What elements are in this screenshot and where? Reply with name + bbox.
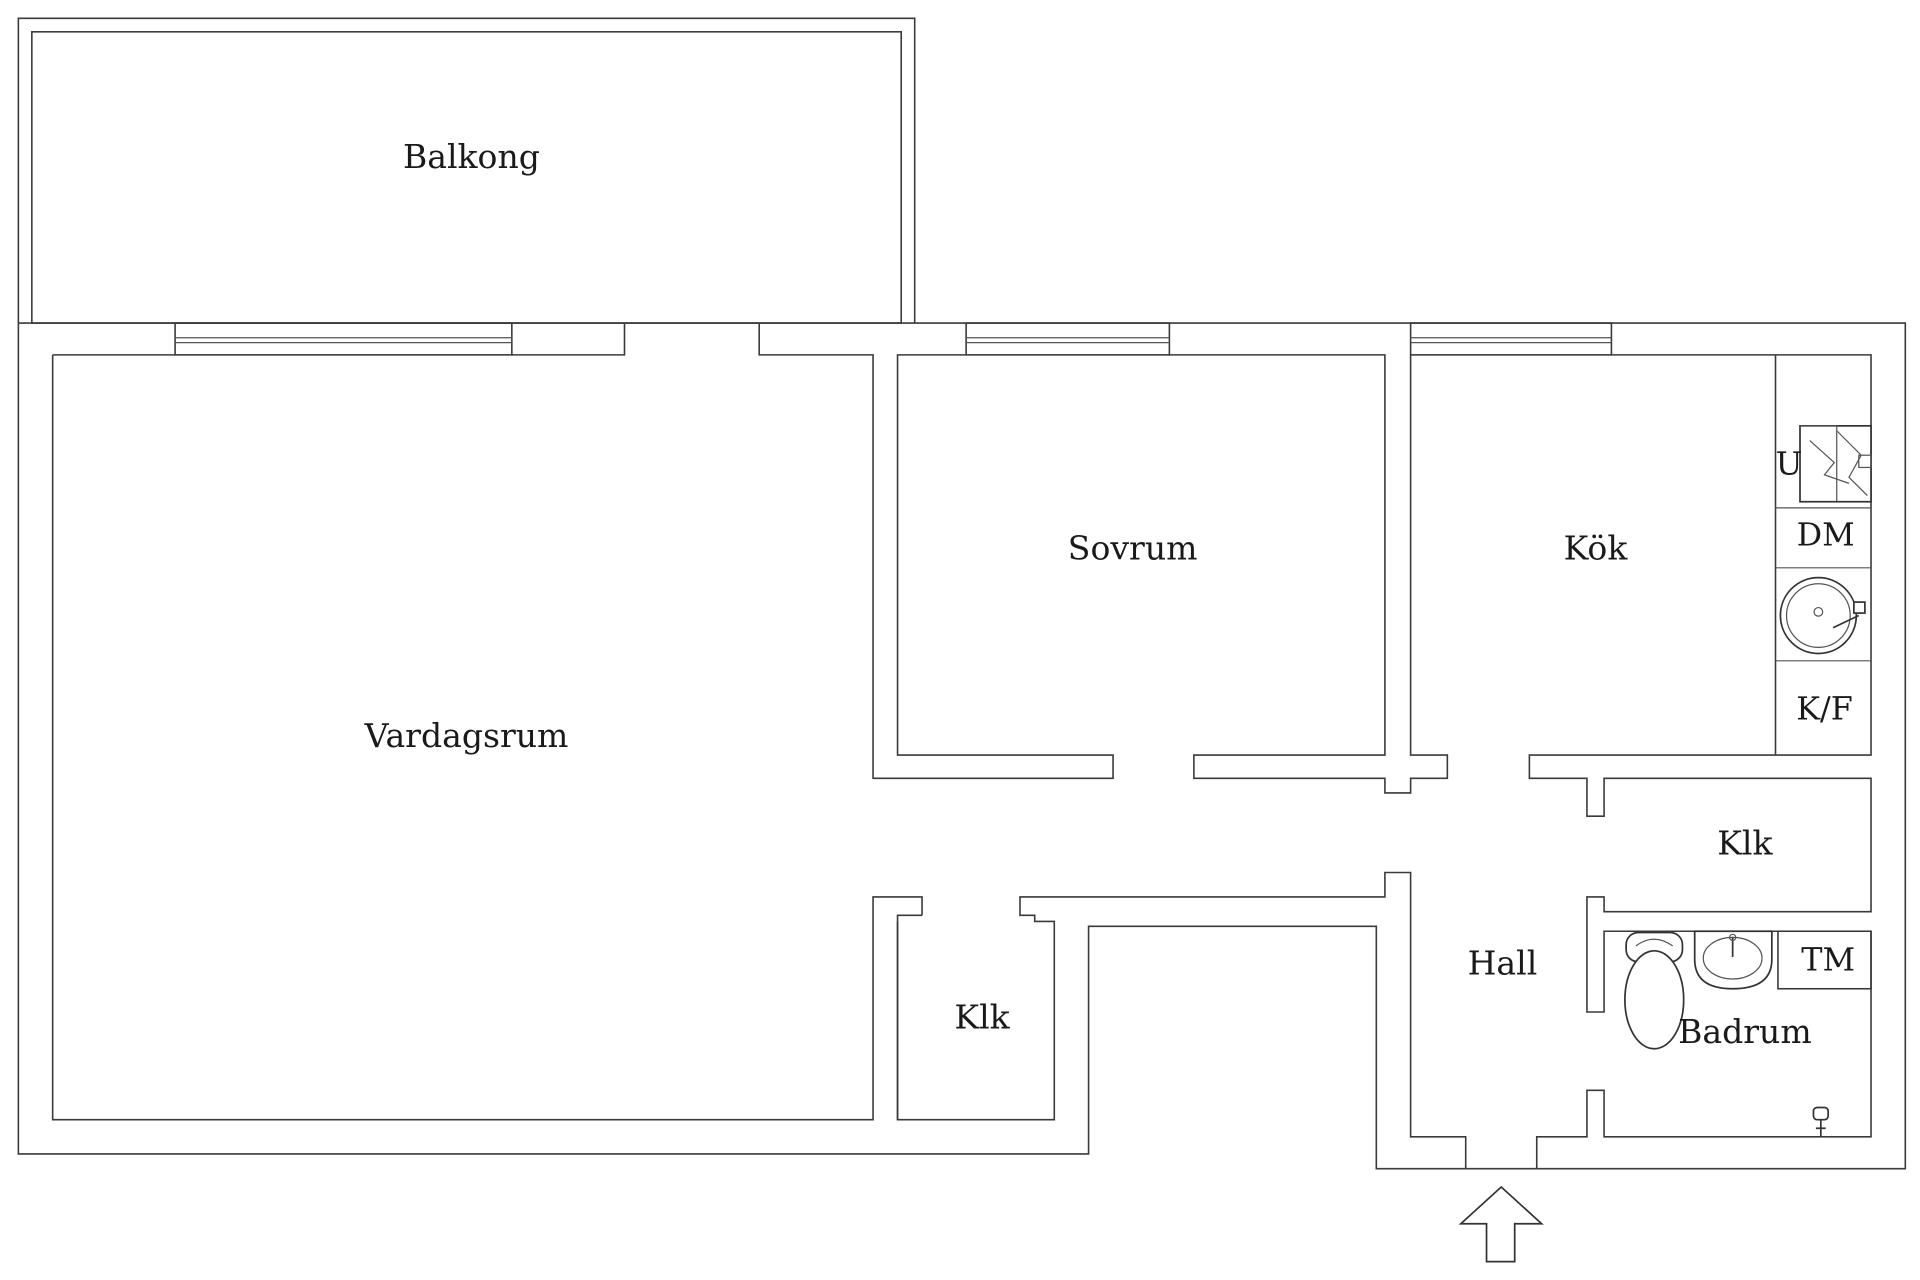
washing-machine-box: [1777, 930, 1872, 990]
room-label-balcony: Balkong: [403, 137, 540, 176]
toilet-icon: [1624, 931, 1685, 1050]
kitchen-counter: [1774, 354, 1872, 756]
label-fridge-freezer: K/F: [1796, 689, 1853, 727]
room-label-bathroom: Badrum: [1678, 1012, 1812, 1051]
window-kitchen: [1409, 322, 1613, 356]
window-living-room: [174, 322, 513, 356]
floor-drain-icon: [1812, 1106, 1830, 1137]
washbasin-icon: [1693, 930, 1773, 990]
kitchen-sink-icon: [1779, 576, 1866, 655]
window-bedroom: [965, 322, 1171, 356]
room-label-living-room: Vardagsrum: [364, 716, 569, 755]
stove-icon: [1799, 424, 1872, 503]
label-oven: U: [1776, 445, 1803, 483]
room-label-closet-hall: Klk: [1717, 824, 1773, 863]
room-label-bedroom: Sovrum: [1068, 529, 1198, 568]
label-dishwasher: DM: [1797, 516, 1855, 554]
entrance-arrow-icon: [1458, 1185, 1544, 1263]
room-label-closet-living: Klk: [954, 997, 1010, 1036]
label-washing-machine: TM: [1801, 940, 1855, 978]
room-label-hall: Hall: [1468, 944, 1538, 983]
room-label-kitchen: Kök: [1564, 529, 1629, 568]
outer-walls: [17, 322, 1907, 1170]
